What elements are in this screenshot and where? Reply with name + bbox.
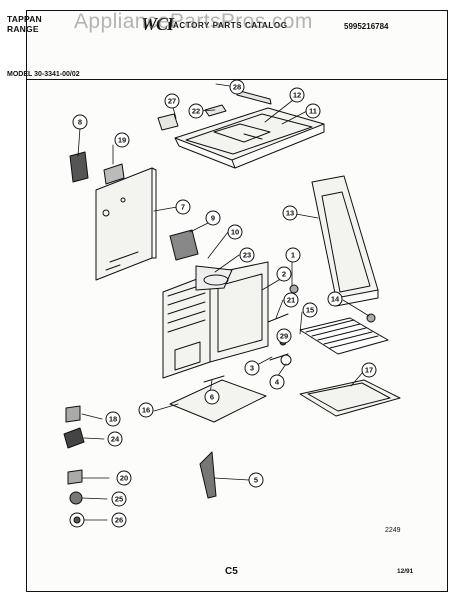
brand-name: TAPPAN bbox=[7, 14, 42, 24]
callout-3: 3 bbox=[244, 360, 260, 376]
small-parts-column bbox=[63, 405, 85, 528]
callout-29: 29 bbox=[276, 328, 292, 344]
svg-text:12: 12 bbox=[293, 91, 301, 100]
svg-text:10: 10 bbox=[231, 228, 239, 237]
catalog-part-number: 5995216784 bbox=[344, 22, 389, 31]
callout-27: 27 bbox=[164, 93, 180, 109]
svg-text:27: 27 bbox=[168, 97, 176, 106]
drawing-code: 2249 bbox=[385, 527, 401, 534]
callout-14: 14 bbox=[327, 291, 343, 307]
catalog-title: FACTORY PARTS CATALOG bbox=[168, 21, 288, 30]
callout-24: 24 bbox=[107, 431, 123, 447]
manufacturer-logo: WCI bbox=[141, 14, 174, 34]
callout-7: 7 bbox=[175, 199, 191, 215]
callout-18: 18 bbox=[105, 411, 121, 427]
svg-text:16: 16 bbox=[142, 406, 150, 415]
svg-text:14: 14 bbox=[331, 295, 340, 304]
callout-17: 17 bbox=[361, 362, 377, 378]
oven-door-part bbox=[311, 175, 379, 307]
callout-26: 26 bbox=[111, 512, 127, 528]
callout-15: 15 bbox=[302, 302, 318, 318]
svg-text:29: 29 bbox=[280, 332, 288, 341]
svg-text:1: 1 bbox=[291, 251, 295, 260]
callout-4: 4 bbox=[269, 374, 285, 390]
callout-9: 9 bbox=[205, 210, 221, 226]
callout-13: 13 bbox=[282, 205, 298, 221]
svg-text:25: 25 bbox=[115, 495, 123, 504]
page-number: C5 bbox=[225, 566, 238, 577]
burner-assembly-part bbox=[169, 229, 233, 291]
callout-8: 8 bbox=[72, 114, 88, 130]
svg-text:21: 21 bbox=[287, 296, 295, 305]
svg-text:24: 24 bbox=[111, 435, 120, 444]
broiler-pan-part bbox=[299, 379, 401, 417]
callout-16: 16 bbox=[138, 402, 154, 418]
cooktop-part bbox=[174, 107, 325, 169]
oven-rack-part bbox=[299, 317, 389, 355]
callout-2: 2 bbox=[276, 266, 292, 282]
callout-25: 25 bbox=[111, 491, 127, 507]
svg-text:7: 7 bbox=[181, 203, 185, 212]
svg-text:15: 15 bbox=[306, 306, 314, 315]
svg-text:17: 17 bbox=[365, 366, 373, 375]
callout-5: 5 bbox=[248, 472, 264, 488]
svg-text:26: 26 bbox=[115, 516, 123, 525]
callout-20: 20 bbox=[116, 470, 132, 486]
igniter-part bbox=[199, 451, 217, 499]
callout-12: 12 bbox=[289, 87, 305, 103]
callout-1: 1 bbox=[285, 247, 301, 263]
fastener-parts bbox=[203, 284, 376, 383]
callout-10: 10 bbox=[227, 224, 243, 240]
callout-19: 19 bbox=[114, 132, 130, 148]
callout-28: 28 bbox=[229, 79, 245, 95]
svg-text:4: 4 bbox=[275, 378, 280, 387]
svg-text:18: 18 bbox=[109, 415, 117, 424]
product-type: RANGE bbox=[7, 24, 39, 34]
svg-text:2: 2 bbox=[282, 270, 286, 279]
callout-6: 6 bbox=[204, 389, 220, 405]
callout-23: 23 bbox=[239, 247, 255, 263]
back-panel-part bbox=[95, 167, 157, 281]
watermark: AppliancePartsPros.com bbox=[74, 10, 313, 33]
svg-text:8: 8 bbox=[78, 118, 82, 127]
svg-text:22: 22 bbox=[192, 107, 200, 116]
svg-text:13: 13 bbox=[286, 209, 294, 218]
model-number: MODEL 30-3341-00/02 bbox=[7, 71, 80, 78]
svg-text:23: 23 bbox=[243, 251, 251, 260]
svg-text:20: 20 bbox=[120, 474, 128, 483]
revision-date: 12/91 bbox=[397, 568, 414, 575]
svg-text:11: 11 bbox=[309, 107, 317, 116]
svg-text:5: 5 bbox=[254, 476, 258, 485]
callout-22: 22 bbox=[188, 103, 204, 119]
svg-text:6: 6 bbox=[210, 393, 214, 402]
terminal-block-part bbox=[69, 151, 125, 185]
svg-text:19: 19 bbox=[118, 136, 126, 145]
callout-11: 11 bbox=[305, 103, 321, 119]
svg-text:9: 9 bbox=[211, 214, 215, 223]
callout-21: 21 bbox=[283, 292, 299, 308]
svg-text:28: 28 bbox=[233, 83, 241, 92]
svg-text:3: 3 bbox=[250, 364, 254, 373]
